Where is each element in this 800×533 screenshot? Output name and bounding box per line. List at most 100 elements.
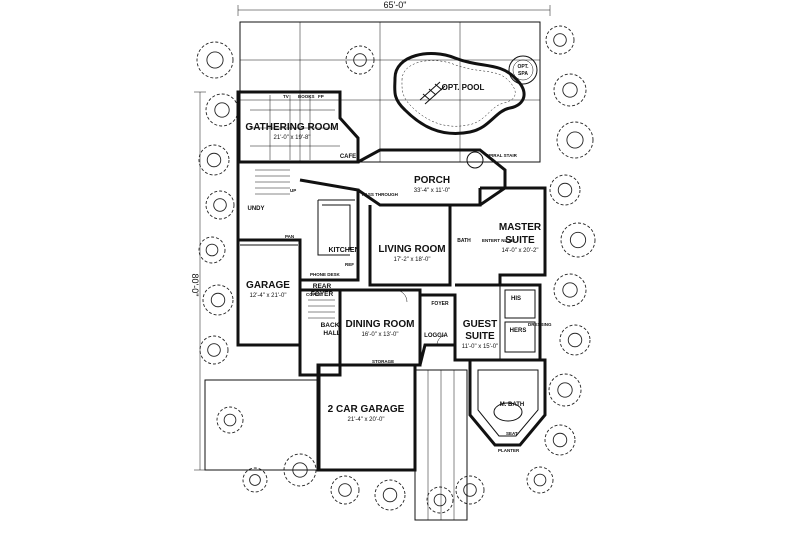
room-labels: 65'-0" 80'-0" GATHERING ROOM 21'-0" x 19… <box>190 0 552 453</box>
tree-icon <box>374 479 406 511</box>
site-paving <box>204 21 541 521</box>
tree-canopy-icon <box>223 413 237 427</box>
guest-suite-label-line1: GUEST <box>463 319 497 330</box>
tree-canopy-icon <box>207 343 221 357</box>
rear-foyer-line1: REAR <box>313 283 332 290</box>
tree-icon <box>556 121 594 159</box>
tree-icon <box>553 273 587 307</box>
garage-label: GARAGE <box>246 280 290 291</box>
foyer-label: FOYER <box>431 301 449 307</box>
hers-closet-label: HERS <box>510 328 527 334</box>
tree-canopy-icon <box>214 102 230 118</box>
tree-canopy-icon <box>210 292 226 308</box>
books-label: BOOKS <box>298 94 315 99</box>
gathering-room-dims: 21'-0" x 19'-8" <box>274 135 311 141</box>
master-suite-label-line1: MASTER <box>499 222 542 233</box>
dressing-label: DRESSING <box>528 322 552 327</box>
dining-room-dims: 16'-0" x 13'-0" <box>362 332 399 338</box>
tree-canopy-icon <box>557 182 573 198</box>
phone-desk-label: PHONE DESK <box>310 272 341 277</box>
tree-icon <box>559 324 591 356</box>
porch-label: PORCH <box>414 175 450 186</box>
guest-suite-dims: 11'-0" x 15'-0" <box>462 344 498 350</box>
tree-icon <box>216 406 244 434</box>
tree-icon <box>242 467 268 493</box>
entertainment-niche-label: ENTERT NICHE <box>482 238 515 243</box>
master-suite-label-line2: SUITE <box>505 235 535 246</box>
tree-canopy-icon <box>569 231 587 249</box>
building-walls <box>236 90 547 472</box>
guest-suite-label-line2: SUITE <box>465 331 495 342</box>
tree-canopy-icon <box>533 473 547 487</box>
cafe-label: CAFE <box>340 154 356 160</box>
tree-icon <box>330 475 360 505</box>
master-bath-label: M. BATH <box>500 402 525 408</box>
gathering-room-label: GATHERING ROOM <box>245 122 338 133</box>
garage-dims: 12'-4" x 21'-0" <box>250 293 287 299</box>
tree-icon <box>198 144 230 176</box>
back-hall-line2: HALL <box>323 330 340 337</box>
stair-up-label: UP <box>290 188 296 193</box>
tree-icon <box>526 466 554 494</box>
living-room-dims: 17'-2" x 18'-0" <box>394 257 431 263</box>
tree-icon <box>426 486 454 514</box>
loggia-label: LOGGIA <box>424 333 448 339</box>
tv-label: TV <box>283 94 289 99</box>
tree-canopy-icon <box>433 493 447 507</box>
fireplace-label: FP <box>318 94 324 99</box>
tree-icon <box>196 41 234 79</box>
tree-icon <box>548 373 582 407</box>
tree-icon <box>553 73 587 107</box>
seat-label: SEAT <box>506 431 518 436</box>
tree-canopy-icon <box>562 282 578 298</box>
tree-canopy-icon <box>557 382 573 398</box>
tree-canopy-icon <box>206 152 222 168</box>
tree-canopy-icon <box>553 33 567 47</box>
dining-room-label: DINING ROOM <box>346 319 415 330</box>
bath-label: BATH <box>457 238 471 244</box>
kitchen-label: KITCHEN <box>328 247 359 254</box>
tree-canopy-icon <box>552 432 568 448</box>
spiral-stair-label: SPIRAL STAIR <box>486 153 518 158</box>
tree-canopy-icon <box>463 483 477 497</box>
rear-foyer-line2: FOYER <box>311 291 334 298</box>
his-closet-label: HIS <box>511 296 521 302</box>
spa-label-line1: OPT. <box>517 64 529 70</box>
coats-label: COATS <box>306 292 321 297</box>
tree-canopy-icon <box>566 131 584 149</box>
tree-icon <box>549 174 581 206</box>
tree-icon <box>198 236 226 264</box>
spa-label-line2: SPA <box>518 71 528 77</box>
master-suite-dims: 14'-0" x 20'-2" <box>502 248 539 254</box>
tree-icon <box>545 25 575 55</box>
tree-icon <box>544 424 576 456</box>
tree-icon <box>560 222 596 258</box>
living-room-label: LIVING ROOM <box>378 244 445 255</box>
tree-canopy-icon <box>206 51 224 69</box>
optional-pool <box>393 52 538 135</box>
tree-canopy-icon <box>562 82 578 98</box>
tree-canopy-icon <box>567 332 583 348</box>
tree-canopy-icon <box>213 198 227 212</box>
tree-icon <box>205 93 239 127</box>
utility-label: UNDY <box>247 206 264 212</box>
tree-icon <box>455 475 485 505</box>
planter-label: PLANTER <box>498 448 520 453</box>
porch-dims: 33'-4" x 11'-0" <box>414 188 450 194</box>
two-car-garage-label: 2 CAR GARAGE <box>328 404 405 415</box>
pass-through-label: PASS THROUGH <box>362 192 398 197</box>
pantry-label: PAN <box>285 234 294 239</box>
tree-icon <box>202 284 234 316</box>
tree-canopy-icon <box>249 474 261 486</box>
tree-canopy-icon <box>382 487 398 503</box>
tree-icon <box>205 190 235 220</box>
two-car-garage-dims: 21'-4" x 20'-0" <box>348 417 385 423</box>
tree-icon <box>199 335 229 365</box>
overall-depth: 80'-0" <box>190 274 200 297</box>
tree-canopy-icon <box>338 483 352 497</box>
storage-label: STORAGE <box>372 359 394 364</box>
tree-canopy-icon <box>205 243 219 257</box>
back-hall-line1: BACK <box>321 322 340 329</box>
overall-width: 65'-0" <box>384 0 407 10</box>
